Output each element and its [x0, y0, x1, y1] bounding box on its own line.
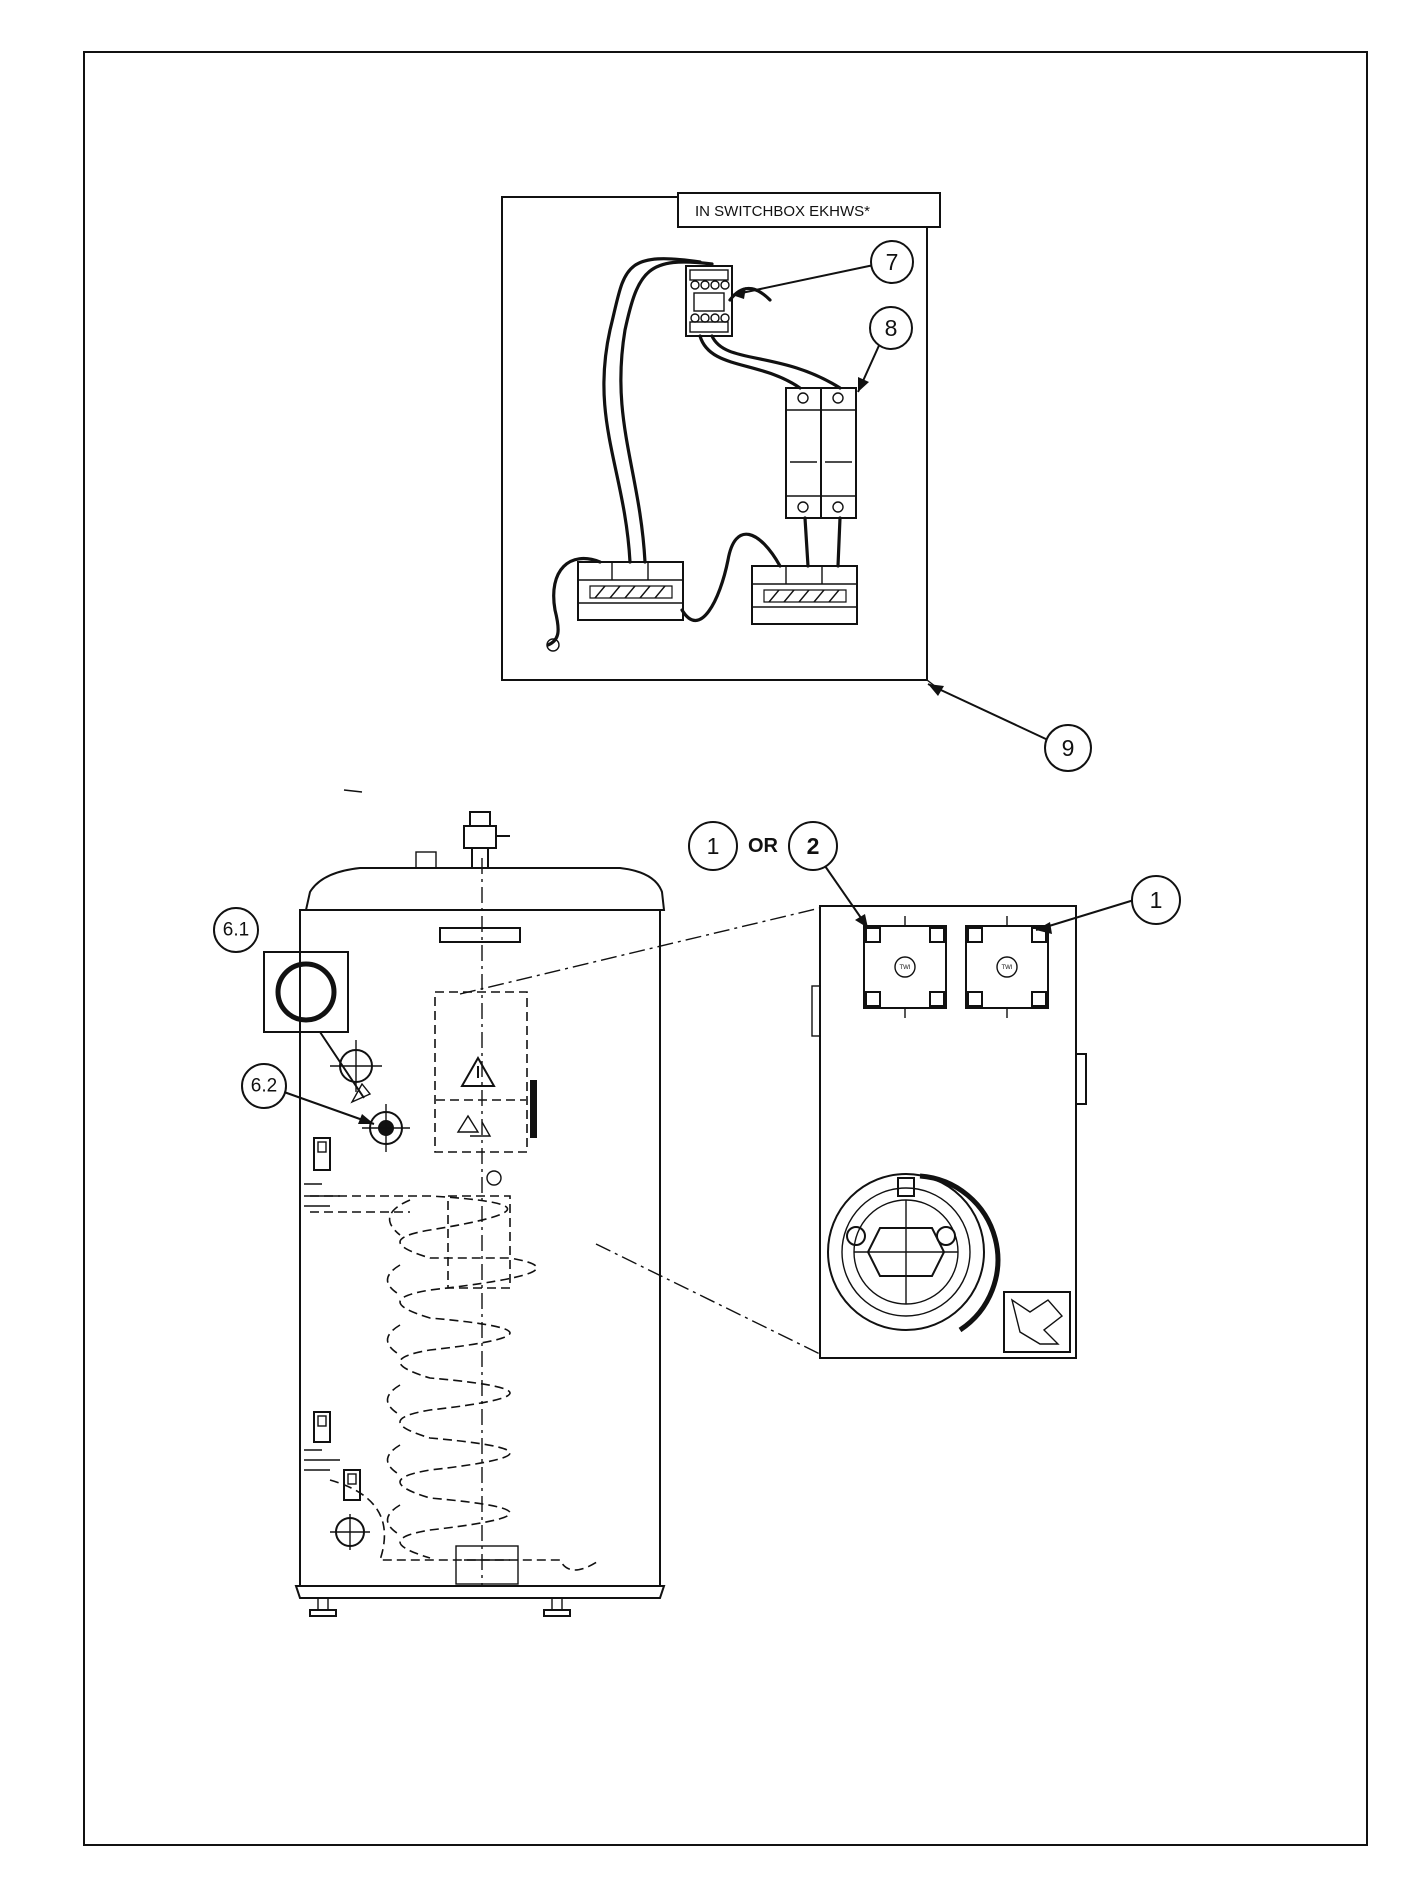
thermostat-knob	[330, 1040, 382, 1092]
thermostat-dial-detail	[263, 951, 349, 1033]
heat-exchanger-coil	[310, 1195, 601, 1571]
recycle-symbol-icon	[456, 1114, 492, 1137]
callout-6-1-text: 6.1	[223, 920, 249, 941]
terminal-block-left	[577, 561, 684, 621]
earth-ring-terminal	[546, 638, 560, 652]
circuit-breaker	[785, 387, 857, 519]
water-tank	[263, 811, 666, 1617]
reset-button	[362, 1104, 410, 1152]
page-frame	[83, 51, 1368, 1846]
callout-1-left: 1	[688, 821, 738, 871]
connection-icon	[304, 1137, 361, 1501]
heater-flange	[827, 1173, 1001, 1333]
callout-6-1: 6.1	[213, 907, 259, 953]
contactor	[685, 265, 733, 337]
element-connector	[1003, 1291, 1071, 1353]
callout-1-right: 1	[1035, 875, 1181, 934]
callout-1-right-text: 1	[1150, 887, 1163, 913]
callout-6-2-text: 6.2	[251, 1076, 277, 1097]
callout-7: 7	[731, 240, 914, 299]
switchbox-label-box	[677, 192, 941, 228]
terminal-block-right	[751, 565, 858, 625]
or-text: OR	[748, 835, 779, 857]
callout-1-left-text: 1	[707, 833, 720, 859]
callout-7-text: 7	[886, 249, 899, 275]
switchbox-label: IN SWITCHBOX EKHWS*	[695, 203, 870, 220]
switchbox-wiring	[546, 257, 842, 652]
callout-2: 2	[788, 821, 869, 929]
warning-triangle-icon	[460, 1055, 496, 1087]
thermostat-right: TWI	[965, 916, 1049, 1018]
callout-8-text: 8	[885, 315, 898, 341]
thermostat-left: TWI	[863, 916, 947, 1018]
svg-text:TWI: TWI	[1002, 965, 1013, 971]
callout-9: 9	[927, 683, 1092, 772]
switchbox-panel: IN SWITCHBOX EKHWS*	[501, 192, 941, 691]
heater-flange-detail: TWI TWI	[811, 905, 1087, 1359]
callout-9-text: 9	[1062, 735, 1075, 761]
callout-6-2: 6.2	[241, 1063, 375, 1125]
safety-valve-icon	[463, 811, 510, 869]
callout-8: 8	[857, 306, 913, 393]
svg-text:TWI: TWI	[900, 965, 911, 971]
callout-2-text: 2	[807, 833, 820, 859]
